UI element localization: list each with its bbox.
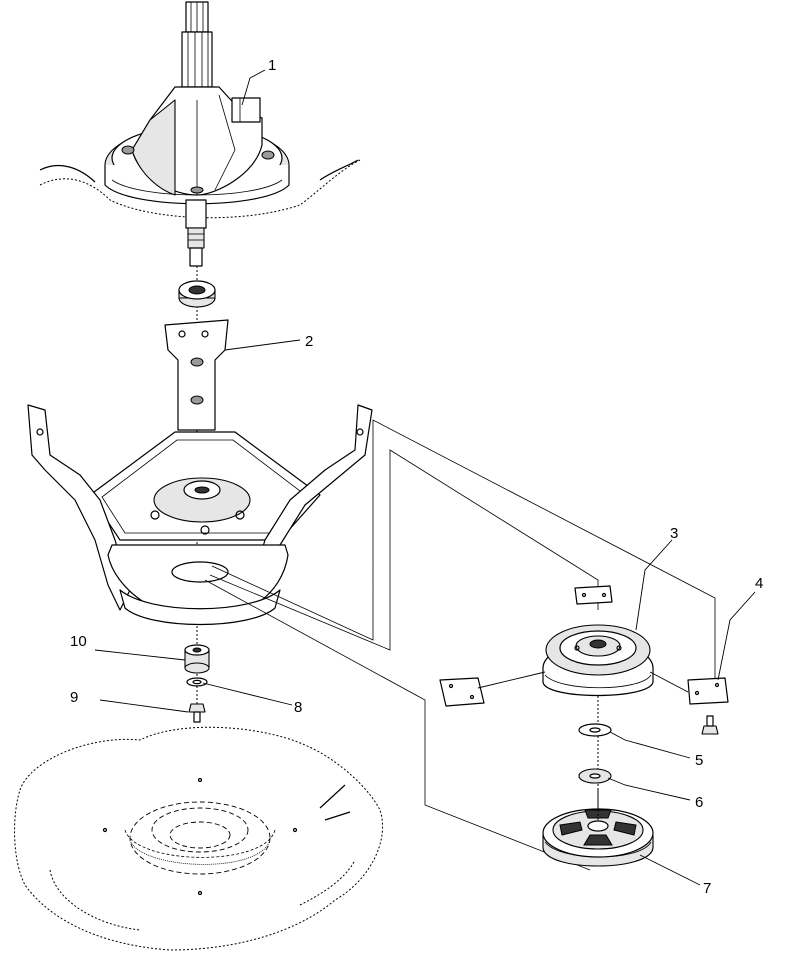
callout-6: 6 — [695, 794, 703, 811]
callout-labels: 1 2 3 4 5 6 7 8 9 10 — [70, 57, 763, 897]
callout-4: 4 — [755, 575, 763, 592]
part-washers — [578, 723, 612, 784]
part-drive-pulley — [542, 790, 654, 867]
callout-9: 9 — [70, 689, 78, 706]
part-bearing — [178, 280, 216, 308]
part-hub-washer-screw — [184, 644, 210, 723]
callout-10: 10 — [70, 633, 87, 650]
part-transmission — [39, 1, 361, 267]
callout-8: 8 — [294, 699, 302, 716]
part-tub-base — [14, 726, 384, 951]
callout-3: 3 — [670, 525, 678, 542]
part-bracket — [27, 319, 373, 626]
callout-2: 2 — [305, 333, 313, 350]
callout-5: 5 — [695, 752, 703, 769]
leader-lines — [94, 69, 756, 886]
callout-7: 7 — [703, 880, 711, 897]
part-pulley-clutch — [439, 585, 729, 735]
callout-1: 1 — [268, 57, 276, 74]
